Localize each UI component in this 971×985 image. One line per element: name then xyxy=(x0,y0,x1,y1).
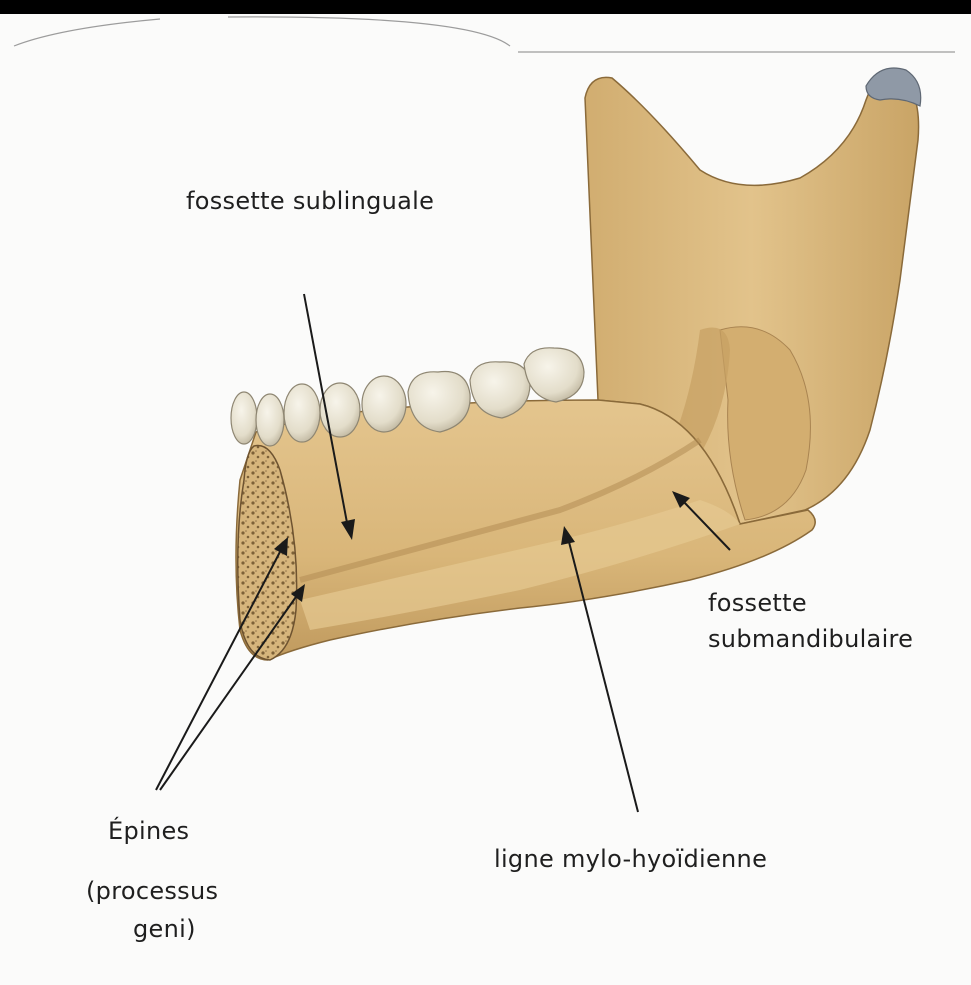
arrowhead-sublingual xyxy=(341,519,355,540)
tooth-premolar-2 xyxy=(361,375,407,433)
ramus-bulge xyxy=(719,326,811,521)
label-processus-line1: (processus xyxy=(86,877,219,905)
tooth-incisor-1 xyxy=(230,391,258,445)
teeth-row xyxy=(230,347,585,447)
top-border-band xyxy=(0,0,971,14)
tooth-canine xyxy=(283,383,321,443)
arrow-submandibular xyxy=(681,499,731,551)
tooth-incisor-2 xyxy=(255,393,285,447)
arrowhead-submandibular xyxy=(672,491,690,508)
arrow-mylohyoid xyxy=(567,537,639,813)
arrow-sublingual xyxy=(303,293,349,529)
label-mylohyoid-line: ligne mylo-hyoïdienne xyxy=(494,845,768,873)
arrowhead-mylohyoid xyxy=(561,526,575,545)
label-spines: Épines xyxy=(108,817,190,845)
condyle-cap xyxy=(865,67,922,107)
label-processus-line2: geni) xyxy=(133,915,196,943)
label-submandibular-fossa-line2: submandibulaire xyxy=(708,625,914,653)
arrowhead-spine-lower xyxy=(291,584,305,602)
pointer-arrows xyxy=(155,293,731,813)
tooth-premolar-1 xyxy=(319,382,361,438)
label-sublingual-fossa: fossette sublinguale xyxy=(186,187,435,215)
arrowhead-spine-upper xyxy=(274,537,288,556)
arrow-spine-upper xyxy=(155,547,283,791)
top-left-curve-edge xyxy=(13,16,955,53)
label-submandibular-fossa-line1: fossette xyxy=(708,589,807,617)
mylohyoid-line-shade xyxy=(299,437,702,583)
tooth-molar-3 xyxy=(523,347,585,403)
tooth-molar-1 xyxy=(407,370,471,433)
arrow-spine-lower xyxy=(159,593,299,791)
body-lower-highlight xyxy=(300,500,740,630)
